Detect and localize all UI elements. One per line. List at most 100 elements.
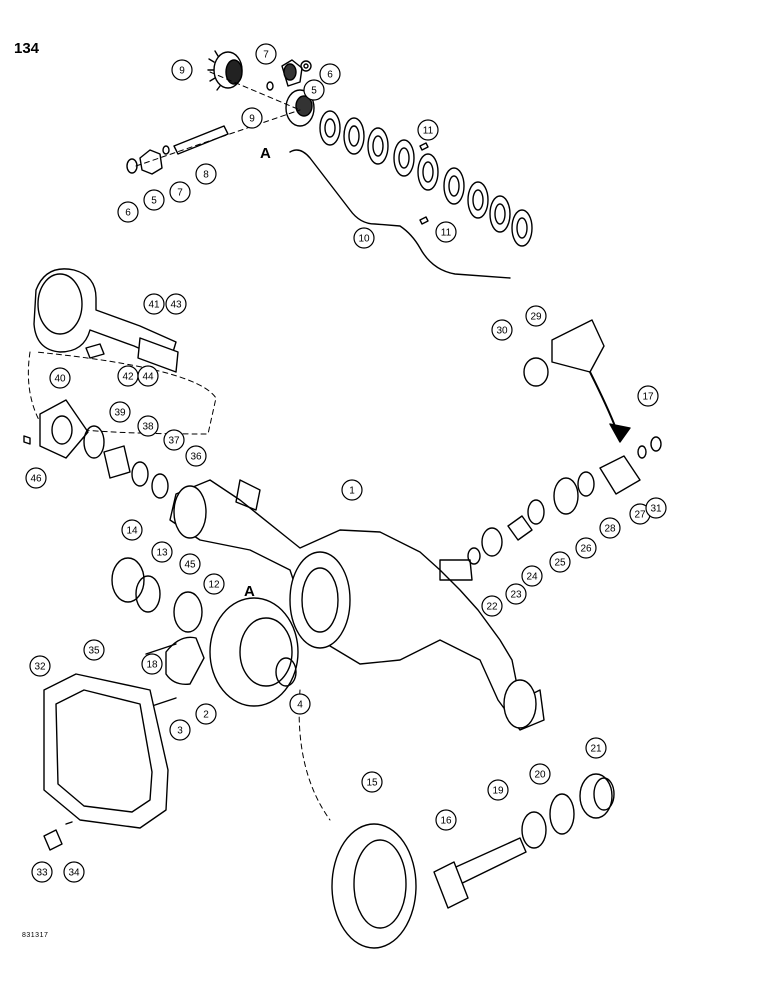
callout-number: 15 [366, 778, 378, 789]
callout-number: 12 [208, 580, 220, 591]
callout-41: 41 [143, 293, 165, 315]
callout-29: 29 [525, 305, 547, 327]
callout-number: 16 [440, 816, 452, 827]
callout-number: 10 [358, 234, 370, 245]
callout-number: 23 [510, 590, 522, 601]
callout-21: 21 [585, 737, 607, 759]
callout-circle [353, 227, 375, 249]
callout-circle [137, 415, 159, 437]
pinion-bearing-group [467, 319, 662, 565]
callout-11: 11 [417, 119, 439, 141]
callout-7: 7 [255, 43, 277, 65]
callout-circle [203, 573, 225, 595]
callout-number: 5 [151, 196, 157, 207]
callout-circle [505, 583, 527, 605]
callout-circle [169, 719, 191, 741]
callout-circle [195, 703, 217, 725]
callout-circle [63, 861, 85, 883]
callout-3: 3 [169, 719, 191, 741]
callout-number: 43 [170, 300, 182, 311]
callout-33: 33 [31, 861, 53, 883]
callout-43: 43 [165, 293, 187, 315]
callout-number: 38 [142, 422, 154, 433]
callout-circle [361, 771, 383, 793]
callout-7: 7 [169, 181, 191, 203]
callout-circle [575, 537, 597, 559]
callout-24: 24 [521, 565, 543, 587]
callout-circle [521, 565, 543, 587]
section-label-a-top: A [260, 145, 271, 162]
callout-circle [303, 79, 325, 101]
callout-10: 10 [353, 227, 375, 249]
callout-circle [141, 653, 163, 675]
callout-number: 7 [177, 188, 183, 199]
callout-number: 2 [203, 710, 209, 721]
callout-number: 33 [36, 868, 48, 879]
callout-circle [241, 107, 263, 129]
differential-cover [43, 673, 169, 851]
callout-circle [143, 293, 165, 315]
callout-circle [169, 181, 191, 203]
callout-circle [185, 445, 207, 467]
axle-shaft-group [27, 268, 217, 435]
callout-30: 30 [491, 319, 513, 341]
callout-number: 35 [88, 646, 100, 657]
callout-circle [549, 551, 571, 573]
callout-circle [529, 763, 551, 785]
ring-and-pinion-group [298, 689, 615, 949]
callout-circle [525, 305, 547, 327]
callout-19: 19 [487, 779, 509, 801]
callout-circle [117, 201, 139, 223]
callout-number: 31 [650, 504, 662, 515]
callout-number: 22 [486, 602, 498, 613]
callout-34: 34 [63, 861, 85, 883]
callout-number: 18 [146, 660, 158, 671]
callout-number: 17 [642, 392, 654, 403]
callout-12: 12 [203, 573, 225, 595]
axle-housing [169, 479, 545, 731]
callout-circle [137, 365, 159, 387]
callout-circle [163, 429, 185, 451]
callout-31: 31 [645, 497, 667, 519]
callout-number: 41 [148, 300, 160, 311]
callout-18: 18 [141, 653, 163, 675]
callout-number: 46 [30, 474, 42, 485]
axle-bearing-stack [23, 399, 169, 499]
callout-46: 46 [25, 467, 47, 489]
callout-number: 28 [604, 524, 616, 535]
callout-number: 7 [263, 50, 269, 61]
callout-25: 25 [549, 551, 571, 573]
callout-26: 26 [575, 537, 597, 559]
callout-circle [165, 293, 187, 315]
callout-number: 39 [114, 408, 126, 419]
section-label-a-case: A [244, 583, 255, 600]
callout-circle [319, 63, 341, 85]
callout-circle [341, 479, 363, 501]
callout-circle [481, 595, 503, 617]
callout-circle [435, 221, 457, 243]
callout-circle [487, 779, 509, 801]
callout-11: 11 [435, 221, 457, 243]
callout-6: 6 [117, 201, 139, 223]
callout-38: 38 [137, 415, 159, 437]
differential-case-group [111, 557, 299, 709]
callout-number: 5 [311, 86, 317, 97]
callout-circle [49, 367, 71, 389]
callout-number: 13 [156, 548, 168, 559]
callout-22: 22 [481, 595, 503, 617]
callout-37: 37 [163, 429, 185, 451]
callout-circle [435, 809, 457, 831]
callout-32: 32 [29, 655, 51, 677]
callout-number: 19 [492, 786, 504, 797]
callout-circle [109, 401, 131, 423]
callout-8: 8 [195, 163, 217, 185]
callout-circle [585, 737, 607, 759]
callout-16: 16 [435, 809, 457, 831]
callout-2: 2 [195, 703, 217, 725]
callout-number: 21 [590, 744, 602, 755]
callout-5: 5 [303, 79, 325, 101]
callout-circle [31, 861, 53, 883]
